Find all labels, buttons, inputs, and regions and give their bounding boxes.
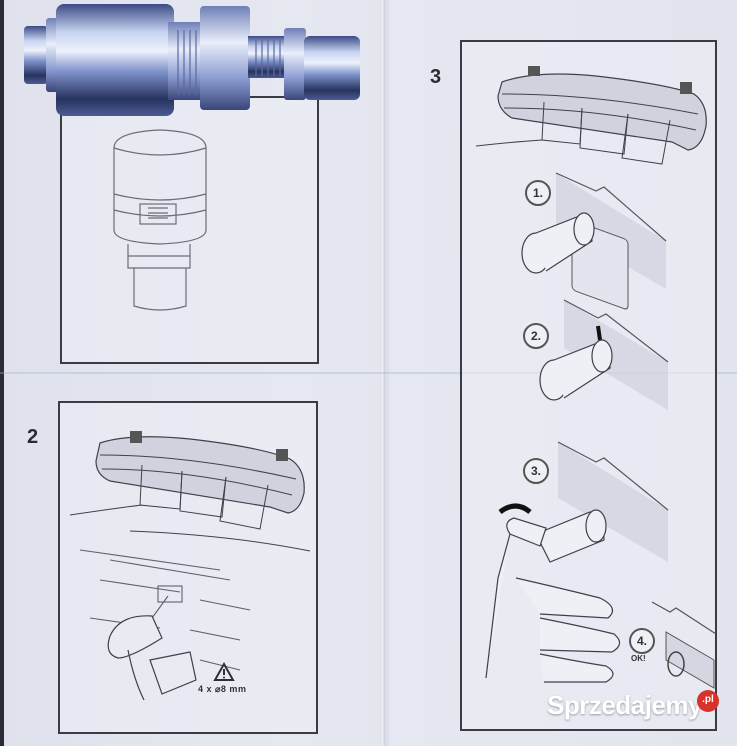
step-3-label: 3: [430, 66, 442, 88]
substep-3-badge: 3.: [523, 458, 549, 484]
tool-line-drawing: [113, 129, 207, 311]
substep-4-ok-text: OK!: [631, 654, 646, 663]
paper-fold-horizontal: [0, 372, 737, 374]
drill-drawing: [79, 549, 251, 701]
step-1-panel: [60, 96, 319, 364]
watermark-text: Sprzedajemy: [547, 690, 702, 720]
step-2-label: 2: [27, 426, 39, 448]
substep-2-badge: 2.: [523, 323, 549, 349]
paper-fold-vertical: [382, 0, 385, 746]
puller-tool-photo: [24, 4, 360, 116]
bumper-drawing: [69, 431, 311, 552]
substep-1-badge: 1.: [525, 180, 551, 206]
warning-triangle-icon: [213, 661, 235, 681]
substep-3-drawing: [485, 441, 669, 683]
substep-4-drawing: [651, 601, 717, 689]
substep-4-badge: 4.: [629, 628, 655, 654]
watermark-badge: .pl: [697, 690, 719, 712]
hole-spec-text: 4 x ⌀8 mm: [198, 684, 247, 694]
substep-1-drawing: [521, 172, 667, 310]
substep-2-drawing: [539, 299, 669, 410]
bumper-drawing-step3: [475, 66, 707, 165]
